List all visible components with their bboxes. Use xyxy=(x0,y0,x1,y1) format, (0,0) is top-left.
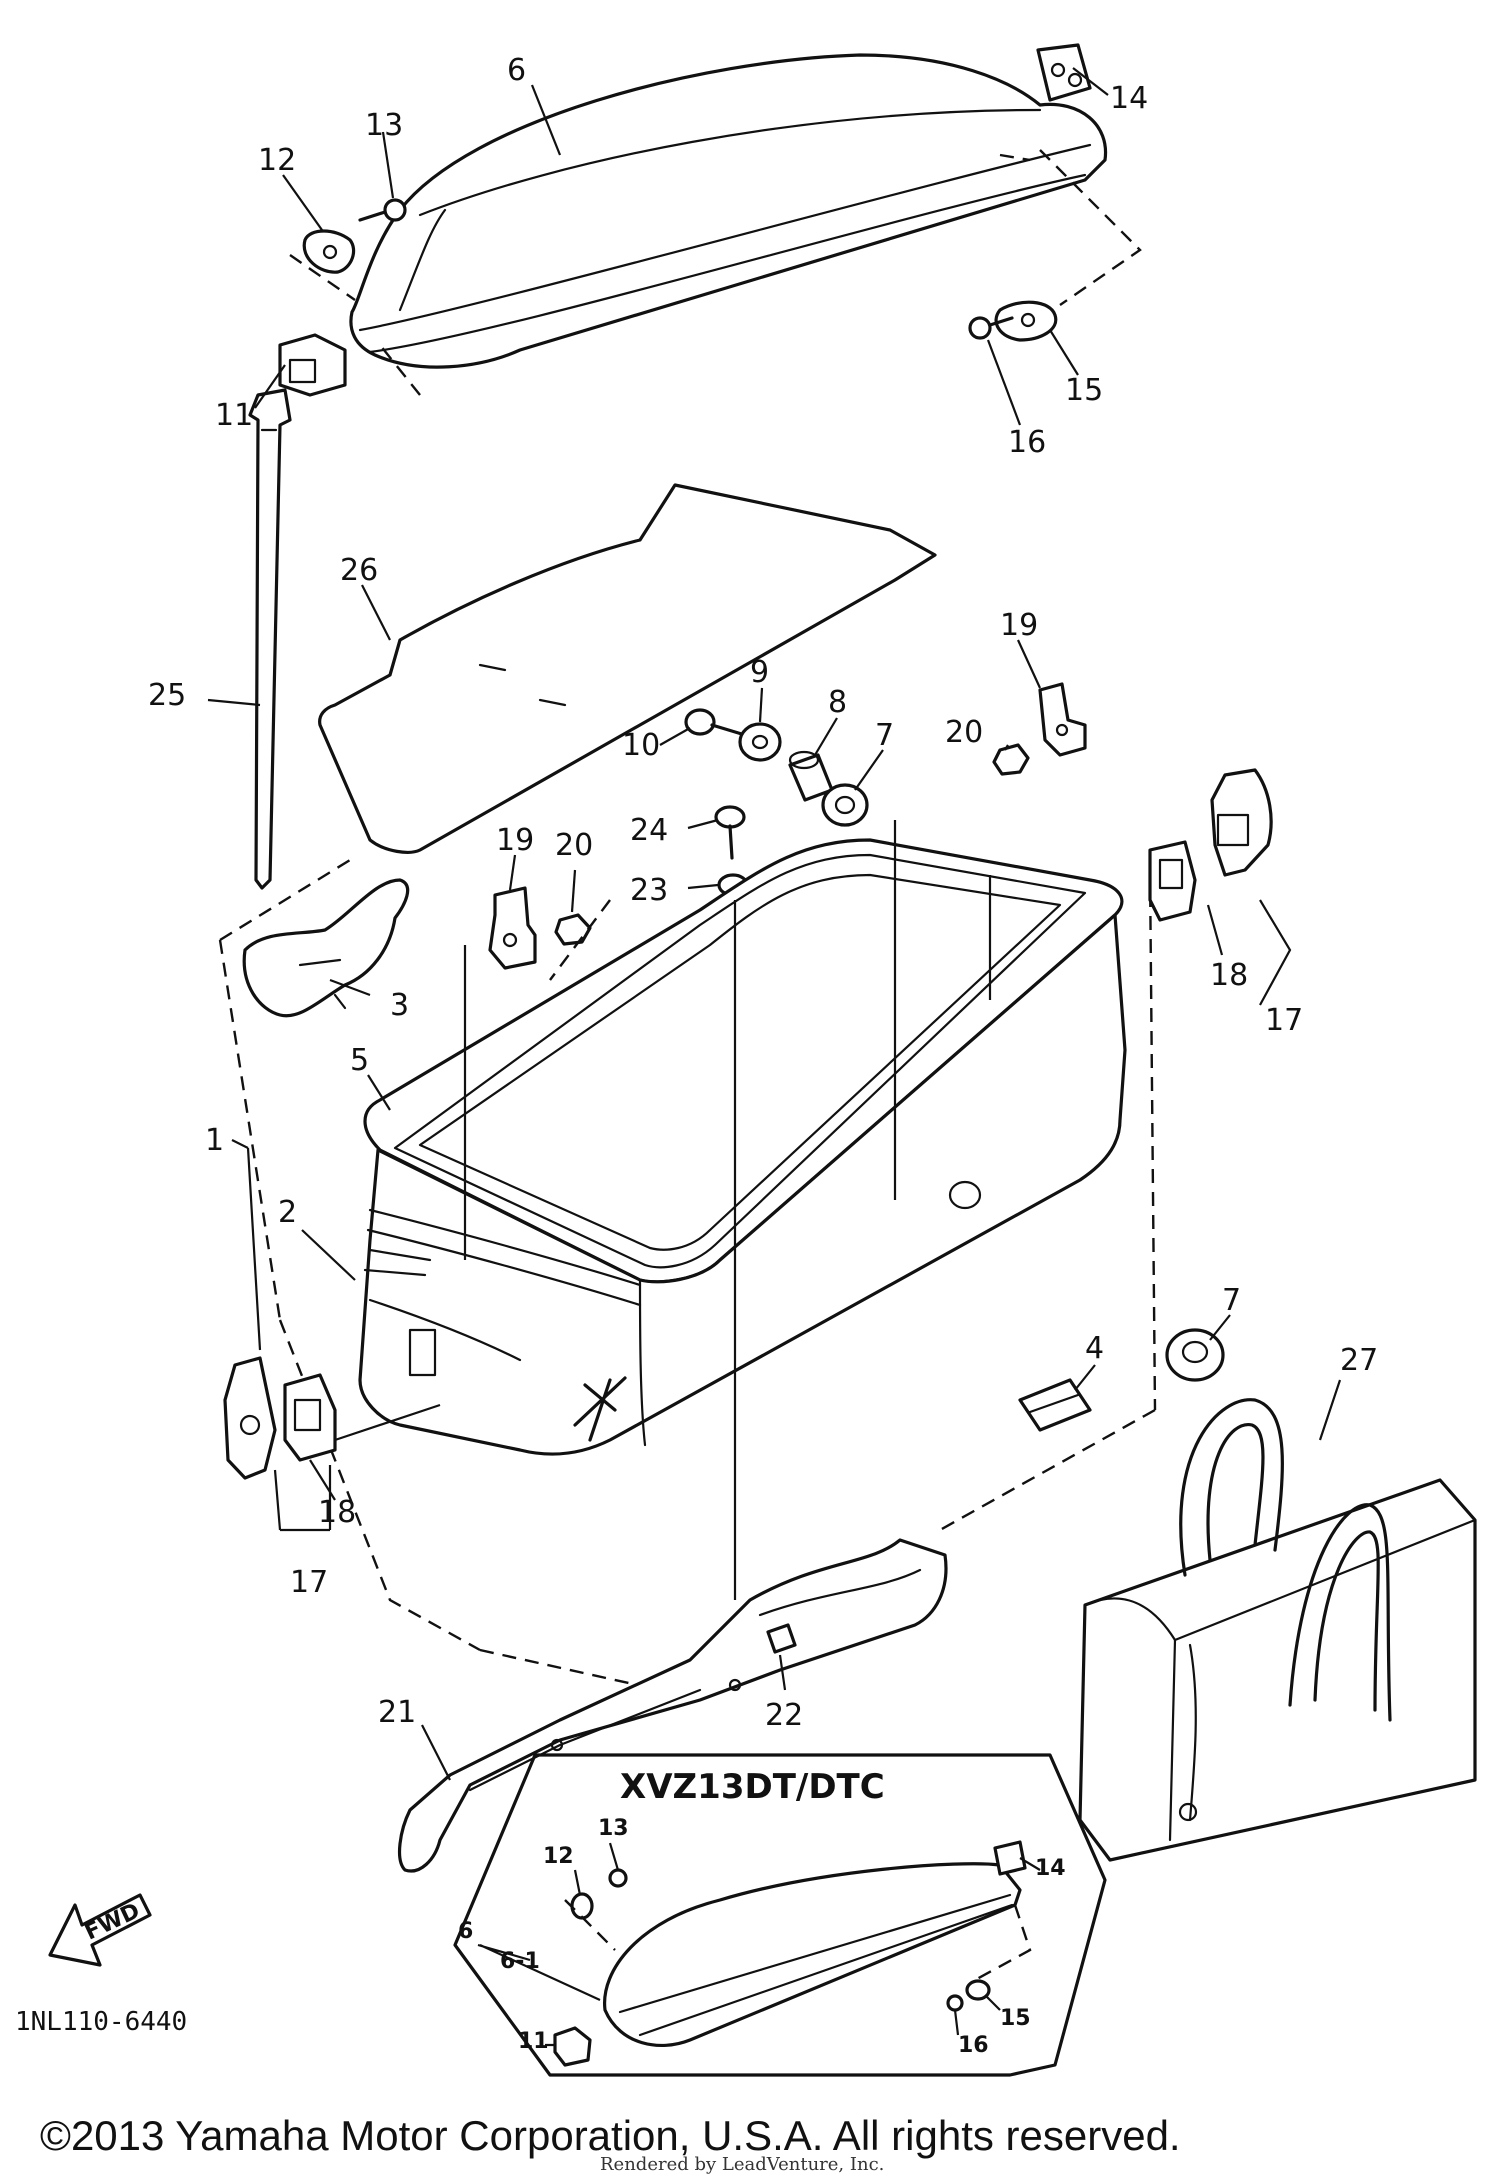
part-17-lock-right xyxy=(1210,768,1273,877)
part-27-inner-bag xyxy=(1078,1398,1477,1862)
rendered-by-text: Rendered by LeadVenture, Inc. xyxy=(600,2154,884,2175)
callout-15: 15 xyxy=(1065,373,1103,408)
part-9-washer xyxy=(738,722,782,762)
callout-20-left: 20 xyxy=(555,828,593,863)
callout-11: 11 xyxy=(215,398,253,433)
callout-2: 2 xyxy=(278,1195,297,1230)
part-13-screw xyxy=(358,198,407,222)
callout-10: 10 xyxy=(622,728,660,763)
callout-18-right: 18 xyxy=(1210,958,1248,993)
callout-25: 25 xyxy=(148,678,186,713)
part-25-strap xyxy=(248,388,292,890)
inset-callout-16: 16 xyxy=(958,2033,989,2058)
callout-26: 26 xyxy=(340,553,378,588)
callout-14: 14 xyxy=(1110,81,1148,116)
callout-23: 23 xyxy=(630,873,668,908)
fwd-label: FWD xyxy=(81,1899,144,1946)
part-24-bolt xyxy=(714,805,746,860)
part-19-bracket-right xyxy=(1038,682,1087,757)
callout-5: 5 xyxy=(350,1043,369,1078)
copyright-text: ©2013 Yamaha Motor Corporation, U.S.A. A… xyxy=(40,2112,1181,2159)
callout-19-left: 19 xyxy=(496,823,534,858)
part-3-latch-plate xyxy=(242,878,410,1018)
part-5-case xyxy=(358,838,1127,1456)
part-11-latch xyxy=(278,333,347,397)
callout-6: 6 xyxy=(507,53,526,88)
part-4-clip xyxy=(1018,1378,1092,1432)
callout-16: 16 xyxy=(1008,425,1046,460)
part-12-plate xyxy=(302,229,356,274)
inset-callout-6: 6 xyxy=(458,1919,473,1944)
part-14-hinge xyxy=(1036,43,1092,102)
part-21-rail xyxy=(398,1538,948,1873)
callout-22: 22 xyxy=(765,1698,803,1733)
fwd-arrow-icon: FWD xyxy=(48,1893,152,1967)
part-15-plate xyxy=(994,300,1058,342)
callout-12: 12 xyxy=(258,143,296,178)
callout-17-left: 17 xyxy=(290,1565,328,1600)
callout-18-left: 18 xyxy=(318,1495,356,1530)
part-20-nut-right xyxy=(992,743,1030,776)
part-18-bracket-right xyxy=(1148,840,1197,922)
part-22-block xyxy=(766,1623,797,1654)
part-7-grommet-lower xyxy=(948,1180,1225,1382)
inset-callout-14: 14 xyxy=(1035,1856,1066,1881)
inset-title: XVZ13DT/DTC xyxy=(620,1767,885,1807)
inset-callout-13: 13 xyxy=(598,1816,629,1841)
callout-20-right: 20 xyxy=(945,715,983,750)
part-10-bolt xyxy=(684,708,747,737)
part-6-lid xyxy=(349,53,1108,369)
part-19-bracket-left xyxy=(488,886,537,970)
part-20-nut-left xyxy=(554,913,592,946)
callout-4: 4 xyxy=(1085,1331,1104,1366)
inset-callout-12: 12 xyxy=(543,1844,574,1869)
callout-13: 13 xyxy=(365,108,403,143)
callout-9: 9 xyxy=(750,655,769,690)
part-16-screw xyxy=(968,316,1014,340)
inset-callout-11: 11 xyxy=(518,2029,549,2054)
part-18-bracket-left xyxy=(283,1373,337,1462)
callout-27: 27 xyxy=(1340,1343,1378,1378)
callout-1: 1 xyxy=(205,1123,224,1158)
callout-17-right: 17 xyxy=(1265,1003,1303,1038)
callout-labels: 6 14 13 12 15 16 11 26 25 19 9 8 20 10 7… xyxy=(148,53,1378,1733)
part-7-grommet xyxy=(821,783,869,827)
callout-3: 3 xyxy=(390,988,409,1023)
callout-8: 8 xyxy=(828,685,847,720)
inset-callout-15: 15 xyxy=(1000,2006,1031,2031)
part-26-liner-board xyxy=(318,483,937,854)
part-17-lock-left xyxy=(223,1356,277,1480)
callout-24: 24 xyxy=(630,813,668,848)
callout-21: 21 xyxy=(378,1695,416,1730)
callout-7-lower: 7 xyxy=(1222,1283,1241,1318)
leader-lines xyxy=(207,67,1342,1781)
diagram-code: 1NL110-6440 xyxy=(15,2007,187,2037)
inset-callouts: 13 12 14 6 6-1 15 11 16 xyxy=(458,1816,1066,2058)
callout-19-right: 19 xyxy=(1000,608,1038,643)
callout-7: 7 xyxy=(875,718,894,753)
inset-panel: XVZ13DT/DTC xyxy=(453,1753,1107,2077)
